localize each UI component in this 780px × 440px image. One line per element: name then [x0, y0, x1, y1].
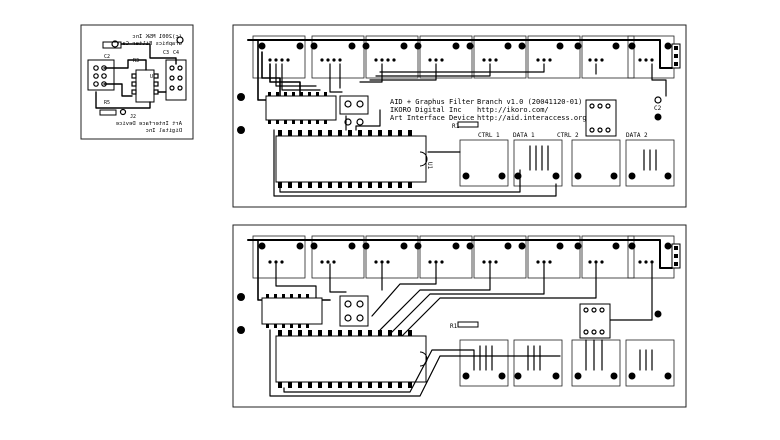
bottom-port-blocks	[459, 339, 675, 387]
top-title-line-3: Art Interface Device	[390, 114, 474, 122]
small-ref-r5: R5	[104, 100, 110, 106]
top-mounting-hole-2	[237, 126, 245, 134]
top-port-ctrl-2: CTRL 2	[557, 132, 579, 139]
small-board-label-1: (c)2001 MSK Inc	[132, 34, 182, 40]
top-mounting-hole-3	[654, 113, 662, 121]
top-row-holes	[258, 42, 672, 50]
small-ref-c3: C3	[163, 50, 169, 56]
bottom-regulator	[339, 295, 369, 327]
top-pcb-board: U1 AID + Graphus Filter IKORO Digital In…	[232, 24, 687, 208]
top-port-data-1: DATA 1	[513, 132, 535, 139]
top-port-blocks	[459, 139, 675, 187]
top-url-2: http://aid.interaccess.org	[477, 114, 587, 122]
top-url-1: http://ikoro.com/	[477, 106, 549, 114]
small-board-components: C2 C3 C4 R3 U1 J2 R5	[87, 36, 187, 120]
top-ref-c2: C2	[654, 105, 662, 112]
bottom-mounting-hole-2	[237, 326, 245, 334]
bottom-side-connector	[671, 243, 681, 269]
bottom-upper-chip	[261, 297, 323, 325]
bottom-ref-r1: R1	[450, 323, 458, 330]
bottom-resistor-pack	[579, 303, 611, 339]
top-capacitor-pad	[654, 96, 662, 104]
bottom-row-sockets	[252, 235, 675, 279]
top-ref-r1: R1	[452, 123, 460, 130]
bottom-chip-pins	[278, 330, 412, 388]
top-resistor-pack	[585, 99, 617, 137]
small-ref-j2: J2	[130, 114, 136, 120]
top-row-pin-groups	[268, 58, 654, 62]
top-port-ctrl-1: CTRL 1	[478, 132, 500, 139]
top-port-data-2: DATA 2	[626, 132, 648, 139]
bottom-mounting-hole-3	[654, 310, 662, 318]
small-ref-c4: C4	[173, 50, 179, 56]
small-ref-r3: R3	[133, 58, 139, 64]
top-regulator	[339, 95, 369, 126]
bottom-pcb-board: R1	[232, 224, 687, 408]
small-board-label-4: Digital Inc	[146, 128, 182, 134]
top-upper-chip	[265, 95, 337, 121]
top-title-line-2: IKORO Digital Inc	[390, 106, 462, 114]
bottom-row-holes	[258, 242, 672, 250]
top-mounting-hole-1	[237, 93, 245, 101]
top-chip-pins	[278, 130, 412, 188]
top-ref-u1: U1	[426, 162, 433, 170]
bottom-port-holes	[462, 372, 672, 380]
bottom-row-pin-groups	[268, 260, 654, 264]
top-branch-version: Branch v1.0 (20041120-01)	[477, 98, 582, 106]
small-pcb-board: (c)2001 MSK Inc Graphics Filter Card Art…	[80, 24, 194, 140]
top-title-line-1: AID + Graphus Filter	[390, 98, 474, 106]
top-chip-u1: U1	[275, 135, 433, 183]
small-board-label-3: Art Interface Device	[116, 121, 182, 127]
bottom-chip-u1	[275, 335, 427, 383]
small-ref-u1: U1	[150, 74, 156, 80]
small-ref-c2: C2	[104, 54, 110, 60]
bottom-mounting-hole-1	[237, 293, 245, 301]
top-side-connector	[671, 43, 681, 69]
